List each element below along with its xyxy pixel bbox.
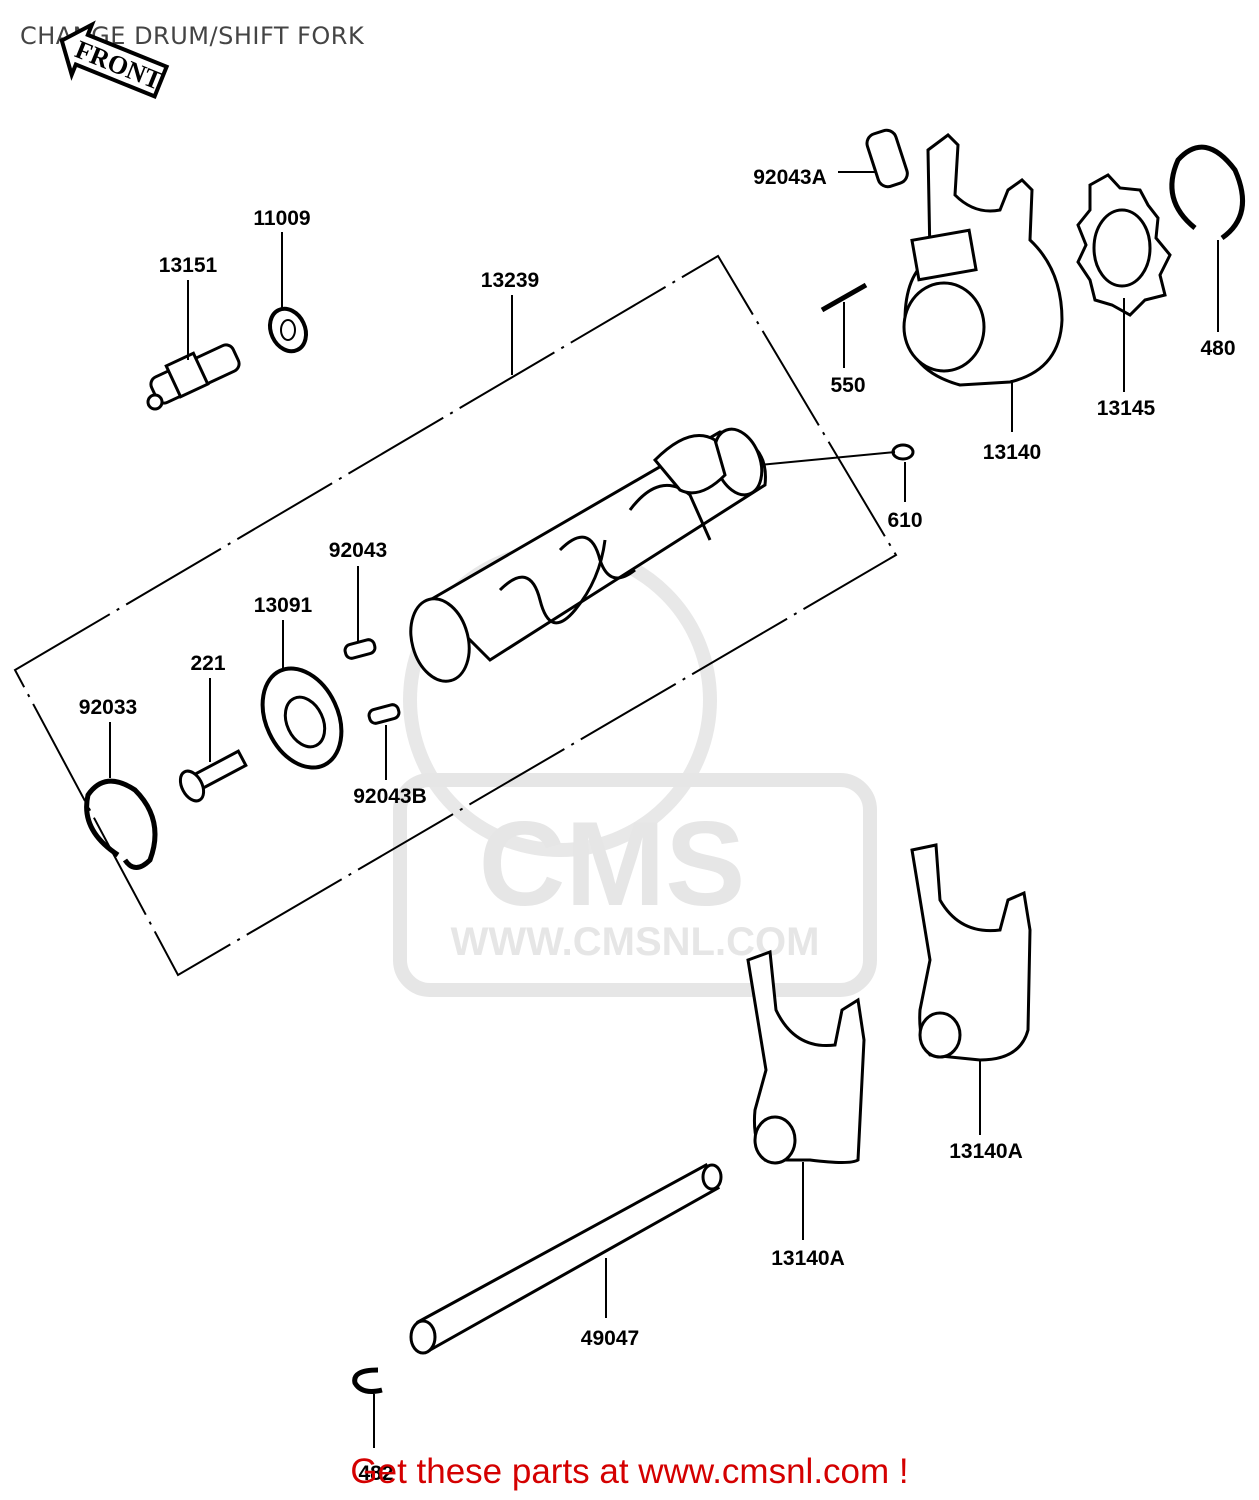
label-92043: 92043 xyxy=(329,539,387,562)
label-13140a-right: 13140A xyxy=(949,1140,1023,1163)
label-13151: 13151 xyxy=(159,254,218,277)
label-550: 550 xyxy=(830,374,865,397)
e-clip-482 xyxy=(352,1367,383,1394)
cms-watermark: CMS WWW.CMSNL.COM xyxy=(393,543,877,997)
pin-92043b xyxy=(367,703,401,725)
pin-92043 xyxy=(343,638,377,660)
shift-fork-13140 xyxy=(902,133,1064,387)
label-13091: 13091 xyxy=(254,594,313,617)
spring-pin-550 xyxy=(820,282,868,313)
label-11009: 11009 xyxy=(253,207,310,230)
assembly-boundary xyxy=(13,254,898,977)
label-610: 610 xyxy=(887,509,922,532)
label-482: 482 xyxy=(358,1462,393,1485)
pin-92043a xyxy=(838,128,909,189)
label-92033: 92033 xyxy=(79,696,137,719)
label-92043a: 92043A xyxy=(753,166,827,189)
front-arrow-icon: FRONT xyxy=(59,20,170,99)
leader-lines xyxy=(109,232,1219,1448)
label-480: 480 xyxy=(1200,337,1235,360)
footer-cta-link[interactable]: Get these parts at www.cmsnl.com ! xyxy=(350,1452,909,1491)
change-drum-13239 xyxy=(409,427,767,683)
front-arrow-label: FRONT xyxy=(71,35,166,96)
circlip-480 xyxy=(1169,144,1246,241)
shaft-49047 xyxy=(409,1162,723,1355)
label-13239: 13239 xyxy=(481,269,539,292)
label-13140a-left: 13140A xyxy=(771,1247,845,1270)
pin-610 xyxy=(759,443,915,466)
circlip-92033 xyxy=(84,778,158,870)
label-92043b: 92043B xyxy=(353,785,427,808)
watermark-brand: CMS xyxy=(479,797,746,931)
washer-11009 xyxy=(268,306,308,354)
neutral-switch-13151 xyxy=(146,343,241,411)
shift-fork-13140a-right xyxy=(910,843,1032,1062)
label-49047: 49047 xyxy=(581,1327,639,1350)
label-13145: 13145 xyxy=(1097,397,1156,420)
label-13140: 13140 xyxy=(983,441,1041,464)
screw-221 xyxy=(178,749,248,803)
star-plate-13145 xyxy=(1076,173,1172,317)
shift-fork-13140a-left xyxy=(746,949,866,1165)
plate-13091 xyxy=(260,666,344,770)
label-221: 221 xyxy=(190,652,225,675)
